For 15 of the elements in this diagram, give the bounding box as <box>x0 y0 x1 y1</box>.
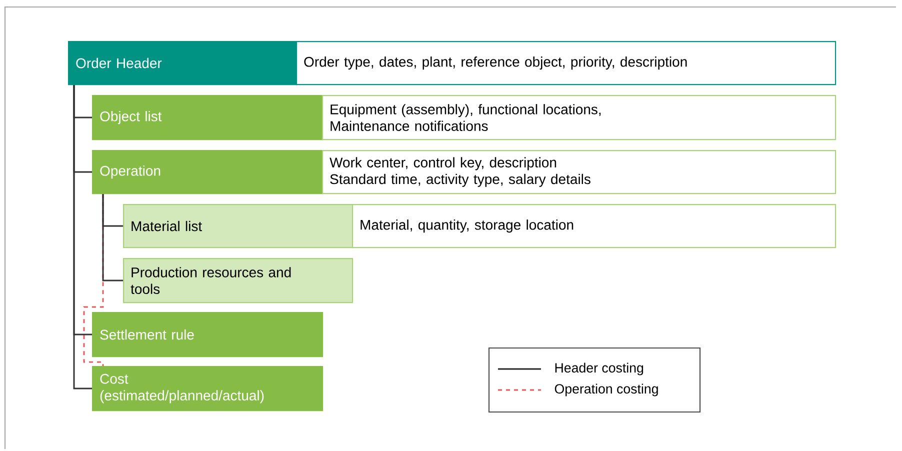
subsection-box: Material list <box>123 204 354 248</box>
description-box: Equipment (assembly), functional locations, Maintenance notifications <box>322 95 836 140</box>
description-box: Order type, dates, plant, reference object, priority, description <box>296 41 836 86</box>
legend-label: Operation costing <box>554 384 658 396</box>
legend-label: Header costing <box>555 362 644 376</box>
connector-line <box>102 194 123 282</box>
description-box: Work center, control key, description Standard time, activity type, salary details <box>322 150 836 194</box>
description-box: Material, quantity, storage location <box>352 204 836 248</box>
section-box: Cost (estimated/planned/actual) <box>92 366 324 412</box>
section-box: Object list <box>92 95 324 140</box>
section-box: Order Header <box>68 41 298 86</box>
section-box: Settlement rule <box>92 312 324 358</box>
section-box: Operation <box>92 150 324 194</box>
connector-line <box>73 85 92 390</box>
subsection-box: Production resources and tools <box>123 258 354 304</box>
